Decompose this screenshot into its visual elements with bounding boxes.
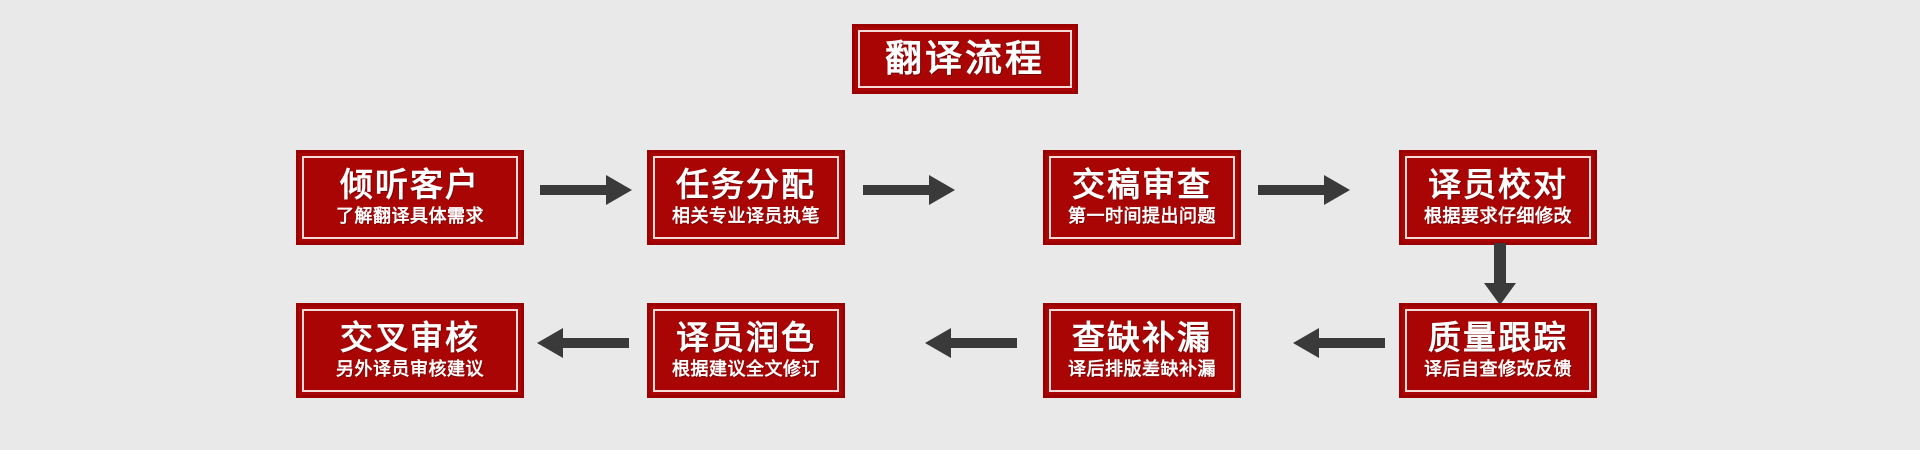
- process-step-3-box[interactable]: 交稿审查 第一时间提出问题: [1043, 150, 1241, 245]
- process-step-6-subline: 译后排版差缺补漏: [1068, 359, 1216, 381]
- arrow-left-step6-to-step7: [925, 325, 1017, 361]
- arrow-left-step7-to-step8: [537, 325, 629, 361]
- process-step-5-headline: 质量跟踪: [1428, 317, 1568, 357]
- flowchart-title-headline: 翻译流程: [885, 36, 1045, 80]
- process-step-8-subline: 另外译员审核建议: [336, 359, 484, 381]
- process-step-2-inner: 任务分配 相关专业译员执笔: [653, 156, 839, 239]
- process-step-6-box[interactable]: 查缺补漏 译后排版差缺补漏: [1043, 303, 1241, 398]
- process-step-1-headline: 倾听客户: [340, 164, 480, 204]
- arrow-right-step1-to-step2: [540, 172, 632, 208]
- arrow-down-step4-to-step5: [1482, 243, 1518, 305]
- flowchart-title-box-inner: 翻译流程: [858, 30, 1072, 88]
- process-step-5-box[interactable]: 质量跟踪 译后自查修改反馈: [1399, 303, 1597, 398]
- process-step-5-subline: 译后自查修改反馈: [1424, 359, 1572, 381]
- process-step-4-inner: 译员校对 根据要求仔细修改: [1405, 156, 1591, 239]
- process-step-2-subline: 相关专业译员执笔: [672, 206, 820, 228]
- process-step-8-inner: 交叉审核 另外译员审核建议: [302, 309, 518, 392]
- process-step-6-headline: 查缺补漏: [1072, 317, 1212, 357]
- process-step-1-box[interactable]: 倾听客户 了解翻译具体需求: [296, 150, 524, 245]
- flowchart-title-box: 翻译流程: [852, 24, 1078, 94]
- process-step-3-headline: 交稿审查: [1072, 164, 1212, 204]
- process-step-8-box[interactable]: 交叉审核 另外译员审核建议: [296, 303, 524, 398]
- process-step-4-box[interactable]: 译员校对 根据要求仔细修改: [1399, 150, 1597, 245]
- process-step-5-inner: 质量跟踪 译后自查修改反馈: [1405, 309, 1591, 392]
- process-step-4-headline: 译员校对: [1428, 164, 1568, 204]
- arrow-right-step2-to-step3: [863, 172, 955, 208]
- process-step-1-inner: 倾听客户 了解翻译具体需求: [302, 156, 518, 239]
- arrow-left-step5-to-step6: [1293, 325, 1385, 361]
- process-step-7-subline: 根据建议全文修订: [672, 359, 820, 381]
- process-step-7-headline: 译员润色: [676, 317, 816, 357]
- process-step-7-box[interactable]: 译员润色 根据建议全文修订: [647, 303, 845, 398]
- process-step-2-box[interactable]: 任务分配 相关专业译员执笔: [647, 150, 845, 245]
- process-step-1-subline: 了解翻译具体需求: [336, 206, 484, 228]
- process-step-7-inner: 译员润色 根据建议全文修订: [653, 309, 839, 392]
- process-step-6-inner: 查缺补漏 译后排版差缺补漏: [1049, 309, 1235, 392]
- process-step-8-headline: 交叉审核: [340, 317, 480, 357]
- arrow-right-step3-to-step4: [1258, 172, 1350, 208]
- process-step-4-subline: 根据要求仔细修改: [1424, 206, 1572, 228]
- process-step-3-inner: 交稿审查 第一时间提出问题: [1049, 156, 1235, 239]
- process-step-2-headline: 任务分配: [676, 164, 816, 204]
- process-step-3-subline: 第一时间提出问题: [1068, 206, 1216, 228]
